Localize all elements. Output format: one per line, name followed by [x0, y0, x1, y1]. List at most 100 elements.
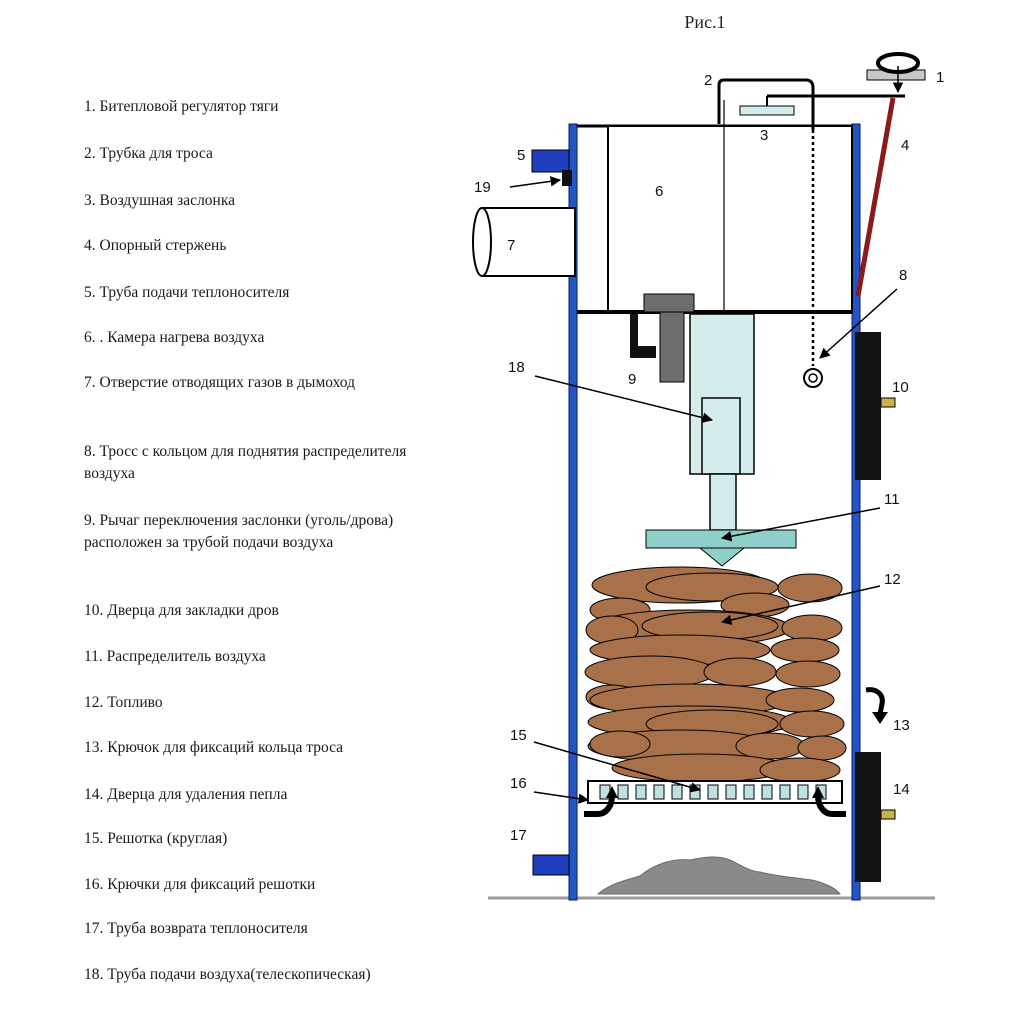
air-heating-chamber: [607, 125, 853, 313]
legend-item: 13. Крючок для фиксаций кольца троса: [84, 739, 344, 756]
legend-item: 11. Распределитель воздуха: [84, 648, 266, 665]
ash-pile: [596, 856, 841, 895]
legend-item: 9. Рычаг переключения заслонки (уголь/др…: [84, 512, 394, 551]
fuel-log: [759, 757, 841, 783]
leader-18: [534, 375, 714, 423]
legend-item: 14. Дверца для удаления пепла: [84, 786, 288, 803]
grate-slot: [797, 784, 809, 800]
callout-9: 9: [628, 371, 636, 388]
legend-item: 15. Решотка (круглая): [84, 830, 228, 847]
callout-18: 18: [508, 359, 525, 376]
flue-pipe: [482, 207, 576, 277]
coolant-supply-pipe: [531, 149, 570, 173]
callout-6: 6: [655, 183, 663, 200]
grate-slot: [779, 784, 791, 800]
grate-slot: [761, 784, 773, 800]
plug-19: [562, 170, 572, 186]
grate-slot: [653, 784, 665, 800]
legend-item: 16. Крючки для фиксаций решотки: [84, 876, 316, 893]
cable-ring: [803, 368, 823, 388]
grate-slot: [725, 784, 737, 800]
leader-12: [720, 585, 881, 626]
leader-15: [533, 741, 702, 793]
lever-bracket: [630, 314, 656, 358]
legend-item: 5. Труба подачи теплоносителя: [84, 284, 290, 301]
fuel-log: [703, 657, 777, 687]
callout-3: 3: [760, 127, 768, 144]
distributor-cone: [698, 547, 746, 567]
legend-item: 8. Тросс с кольцом для поднятия распреде…: [84, 443, 407, 482]
fuel-logs: [584, 566, 847, 783]
fuel-log: [781, 614, 843, 642]
grate-hook-left: [584, 795, 615, 817]
coolant-return-pipe: [532, 854, 570, 876]
fuel-log: [775, 660, 841, 688]
fuel-log: [777, 573, 843, 603]
leader-16: [533, 791, 590, 804]
legend-item: 4. Опорный стержень: [84, 237, 227, 254]
fuel-log: [589, 730, 651, 758]
legend-item: 3. Воздушная заслонка: [84, 192, 236, 209]
figure-title: Рис.1: [684, 12, 726, 32]
lever-top: [643, 293, 695, 313]
cable-tube: [717, 78, 815, 130]
callout-1: 1: [936, 69, 944, 86]
leader-11: [720, 507, 881, 542]
callout-19: 19: [474, 179, 491, 196]
fuel-log: [735, 732, 805, 760]
callout-11: 11: [884, 491, 900, 508]
ash-removal-door: [855, 752, 881, 882]
telescopic-stem: [709, 473, 737, 531]
callout-7: 7: [507, 237, 515, 254]
door-handle-14: [880, 809, 896, 820]
legend-item: 2. Трубка для троса: [84, 145, 213, 162]
callout-10: 10: [892, 379, 909, 396]
support-rod: [855, 97, 896, 297]
left-wall: [568, 123, 578, 901]
cable-ring-hook-tip: [872, 712, 888, 724]
legend-item: 7. Отверстие отводящих газов в дымоход: [84, 374, 355, 391]
grate-hook-right-tip: [812, 786, 824, 798]
legend-item: 18. Труба подачи воздуха(телескопическая…: [84, 966, 371, 983]
callout-5: 5: [517, 147, 525, 164]
fuel-loading-door: [855, 332, 881, 480]
legend-item: 10. Дверца для закладки дров: [84, 602, 279, 619]
fuel-log: [765, 687, 835, 713]
callout-16: 16: [510, 775, 527, 792]
cable-ring-inner: [808, 373, 818, 383]
grate-slot: [617, 784, 629, 800]
legend-item: 12. Топливо: [84, 694, 163, 711]
leader-19: [509, 176, 562, 188]
grate-hook-right: [815, 795, 846, 817]
callout-17: 17: [510, 827, 527, 844]
fuel-log: [797, 735, 847, 761]
air-distributor: [645, 529, 797, 549]
callout-14: 14: [893, 781, 910, 798]
callout-2: 2: [704, 72, 712, 89]
callout-15: 15: [510, 727, 527, 744]
flue-pipe-opening: [472, 207, 492, 277]
door-handle-10: [880, 397, 896, 408]
fuel-log: [779, 710, 845, 738]
legend-item: 6. . Камера нагрева воздуха: [84, 329, 265, 346]
legend-item: 17. Труба возврата теплоносителя: [84, 920, 308, 937]
callout-8: 8: [899, 267, 907, 284]
callout-13: 13: [893, 717, 910, 734]
fuel-log: [584, 655, 716, 689]
grate-hook-left-tip: [606, 786, 618, 798]
callout-12: 12: [884, 571, 901, 588]
grate-slot: [707, 784, 719, 800]
fuel-log: [770, 637, 840, 663]
air-damper: [739, 105, 795, 116]
grate-slot: [743, 784, 755, 800]
leader-8: [819, 288, 898, 359]
grate-slot: [671, 784, 683, 800]
legend-item: 1. Битепловой регулятор тяги: [84, 98, 279, 115]
telescopic-inner-tube: [701, 397, 741, 475]
callout-4: 4: [901, 137, 909, 154]
grate-slot: [635, 784, 647, 800]
cable-ring-hook: [865, 687, 885, 715]
lever-body: [659, 311, 685, 383]
